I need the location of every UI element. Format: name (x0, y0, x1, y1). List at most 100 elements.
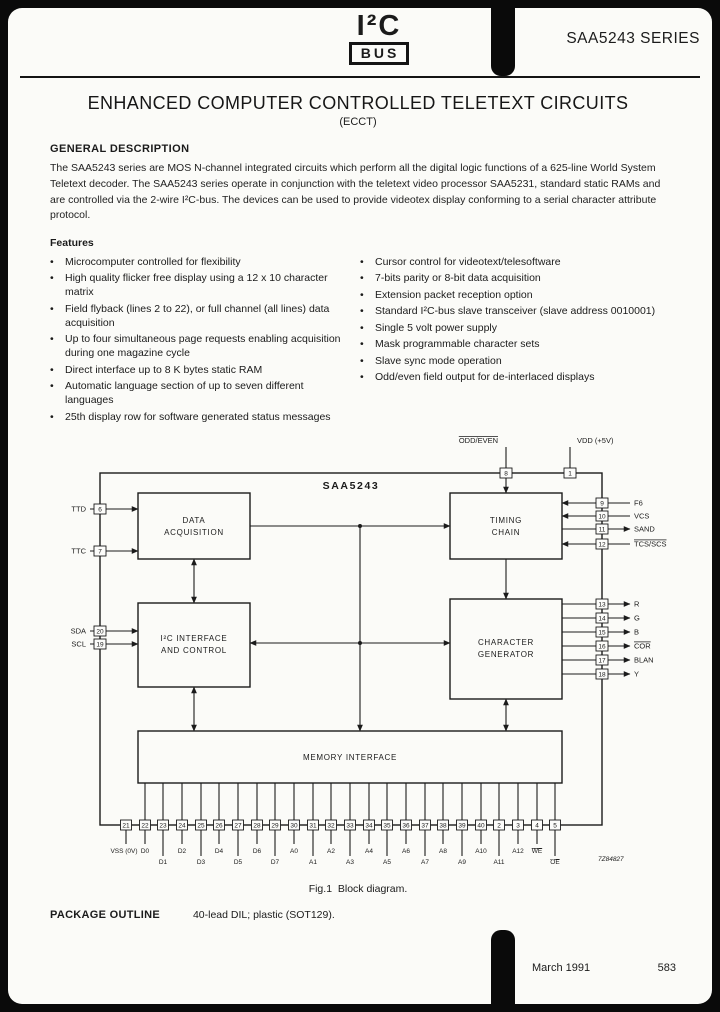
pin-number: 22 (141, 822, 149, 829)
block-label: I²C INTERFACE (161, 634, 228, 643)
page-subtitle: (ECCT) (339, 116, 377, 128)
pin-number: 23 (159, 822, 167, 829)
package-outline-heading: PACKAGE OUTLINE (50, 908, 161, 921)
pin-number: 26 (215, 822, 223, 829)
bottom-pin: 21 VSS (0V) (110, 819, 138, 855)
figure-caption: Fig.1 Block diagram. (308, 882, 408, 895)
right-pin-b: 15 B (562, 626, 639, 638)
pin-label: Y (634, 669, 639, 678)
block-diagram: SAA5243 DATA A (50, 431, 690, 881)
feature-text: High quality flicker free display using … (65, 272, 328, 299)
left-pin-sda: 20 SDA (71, 625, 139, 637)
block-label: MEMORY INTERFACE (303, 753, 397, 762)
pin-number: 4 (535, 822, 539, 829)
pin-number: 18 (598, 671, 606, 678)
pin-label: COR (634, 641, 651, 650)
feature-text: Direct interface up to 8 K bytes static … (65, 363, 263, 376)
pin-number: 7 (98, 548, 102, 555)
pin-label: B (634, 627, 639, 636)
feature-item: •Mask programmable character sets (360, 338, 666, 352)
pin-number: 6 (98, 506, 102, 513)
block-label: TIMING (490, 516, 522, 525)
feature-item: •High quality flicker free display using… (50, 272, 348, 300)
bottom-pin: 26 D4 (213, 782, 225, 855)
feature-item: • Direct interface up to 8 K bytes static… (50, 364, 348, 378)
bullet-icon: • (50, 302, 54, 315)
bullet-icon: • (360, 305, 364, 318)
page-content: ENHANCED COMPUTER CONTROLLED TELETEXT CI… (8, 93, 712, 921)
binder-tab-bottom (491, 930, 515, 1004)
pin-label: R (634, 599, 640, 608)
right-pin-blan: 17 BLAN (562, 654, 654, 666)
pin-number: 2 (497, 822, 501, 829)
pin-number: 31 (309, 822, 317, 829)
pin-number: 5 (553, 822, 557, 829)
pin-label: A3 (346, 859, 354, 866)
pin-number: 24 (178, 822, 186, 829)
feature-text: 7-bits parity or 8-bit data acquisition (375, 272, 541, 285)
bullet-icon: • (50, 363, 54, 376)
block-diagram-svg: SAA5243 DATA A (71, 436, 667, 866)
pin-number: 28 (253, 822, 261, 829)
block-label: AND CONTROL (161, 646, 227, 655)
bottom-pin: 33 A3 (344, 782, 356, 866)
pin-label: A6 (402, 848, 410, 855)
bottom-pin: 22 D0 (139, 782, 151, 855)
bottom-pin: 40 A10 (475, 782, 487, 855)
feature-item: •Odd/even field output for de-interlaced… (360, 371, 666, 385)
pin-label: D6 (253, 848, 262, 855)
pin-label: A8 (439, 848, 447, 855)
pin-number: 40 (477, 822, 485, 829)
pin-label: SAND (634, 524, 655, 533)
pin-number: 33 (346, 822, 354, 829)
pin-label: OE (550, 859, 560, 866)
bullet-icon: • (360, 321, 364, 334)
pin-number: 13 (598, 601, 606, 608)
bottom-pin: 32 A2 (325, 782, 337, 855)
pin-number: 17 (598, 657, 606, 664)
features-right-column: •Cursor control for videotext/telesoftwa… (360, 256, 666, 427)
feature-item: •25th display row for software generated… (50, 411, 348, 425)
datasheet-page: I²C BUS SAA5243 SERIES ENHANCED COMPUTER… (8, 8, 712, 1004)
header: I²C BUS SAA5243 SERIES (8, 8, 712, 76)
pin-number: 3 (516, 822, 520, 829)
pin-label: A11 (493, 859, 504, 866)
pin-number: 35 (383, 822, 391, 829)
pin-number: 39 (458, 822, 466, 829)
feature-text: Automatic language section of up to seve… (65, 380, 304, 407)
feature-text: Odd/even field output for de-interlaced … (375, 371, 595, 384)
block-character-generator: CHARACTER GENERATOR (449, 598, 563, 700)
right-pin-cor: 16 COR (562, 640, 651, 652)
bottom-pin: 24 D2 (176, 782, 188, 855)
feature-text: Slave sync mode operation (375, 354, 502, 367)
pin-number: 10 (598, 513, 606, 520)
pin-number: 21 (122, 822, 130, 829)
block-label: CHAIN (492, 528, 520, 537)
pin-number: 25 (197, 822, 205, 829)
bottom-pin: 25 D3 (195, 782, 207, 866)
top-pin-odd-even: 8 ODD/EVEN (459, 436, 513, 494)
feature-item: •Single 5 volt power supply (360, 322, 666, 336)
pin-label: G (634, 613, 640, 622)
header-rule (20, 76, 700, 78)
bullet-icon: • (360, 256, 364, 268)
feature-item: •7-bits parity or 8-bit data acquisition (360, 272, 666, 286)
internal-connectors (191, 523, 509, 732)
bottom-pin: 28 D6 (251, 782, 263, 855)
pin-label: D4 (215, 848, 224, 855)
pin-label: A1 (309, 859, 317, 866)
pin-label: TTC (71, 546, 86, 555)
pin-label: A0 (290, 848, 298, 855)
binder-tab-top (491, 8, 515, 76)
features-left-column: •Microcomputer controlled for flexibilit… (50, 256, 348, 427)
pin-label: ODD/EVEN (459, 436, 498, 445)
pin-label: VCS (634, 511, 649, 520)
right-pin-y: 18 Y (562, 668, 639, 680)
pin-number: 8 (504, 470, 508, 477)
feature-item: •Up to four simultaneous page requests e… (50, 333, 348, 361)
features-heading: Features (50, 237, 94, 249)
pin-label: D5 (234, 859, 243, 866)
pin-number: 16 (598, 643, 606, 650)
pin-number: 37 (421, 822, 429, 829)
bullet-icon: • (50, 410, 54, 423)
